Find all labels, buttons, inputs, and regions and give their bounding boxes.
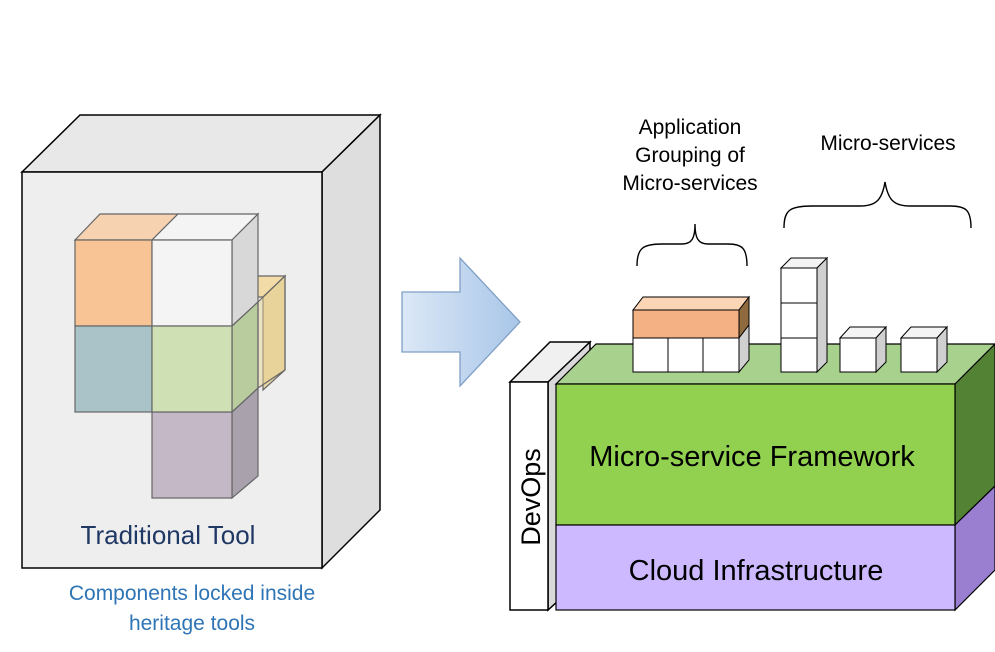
app-grouping-label-line2: Grouping of xyxy=(635,144,745,167)
framework-front xyxy=(555,383,956,526)
locked-components xyxy=(73,212,287,500)
microservice-cube-a xyxy=(838,325,888,374)
cloud-label: Cloud Infrastructure xyxy=(629,555,884,587)
component-cube-orange xyxy=(74,239,153,327)
tool-box-top xyxy=(20,114,382,173)
app-group-cube-3 xyxy=(702,337,740,373)
tower-cube-3 xyxy=(780,337,818,373)
app-grouping-label-line3: Micro-services xyxy=(622,172,757,195)
tool-box-side xyxy=(321,113,381,570)
app-group-cube-1 xyxy=(632,337,669,373)
components-caption-line1: Components locked inside xyxy=(69,582,315,605)
app-group-orange-block xyxy=(632,309,740,339)
microservice-tower xyxy=(779,256,829,374)
app-group-orange-top xyxy=(631,296,751,311)
component-cube-blue xyxy=(74,325,153,413)
application-grouping xyxy=(631,295,751,374)
app-grouping-brace xyxy=(636,223,748,267)
cloud-front xyxy=(555,524,956,611)
component-cube-purple xyxy=(151,411,233,499)
transition-arrow xyxy=(401,256,521,388)
devops-pillar-front xyxy=(509,381,549,611)
microservices-label: Micro-services xyxy=(820,132,955,155)
components-caption-line2: heritage tools xyxy=(129,612,255,635)
tower-cube-1 xyxy=(780,267,818,304)
app-grouping-label-line1: Application xyxy=(639,116,742,139)
component-cube-white xyxy=(151,239,233,327)
tower-cube-2 xyxy=(780,302,818,339)
framework-label: Micro-service Framework xyxy=(589,441,915,473)
component-cube-yellow-overlay xyxy=(257,274,286,390)
tower-side xyxy=(816,256,828,374)
cube-a-front xyxy=(839,337,877,373)
component-cube-green xyxy=(151,325,233,413)
devops-label: DevOps xyxy=(516,448,546,546)
traditional-tool-label: Traditional Tool xyxy=(81,520,256,550)
microservice-cube-b xyxy=(899,325,949,374)
platform-block xyxy=(554,343,995,612)
app-group-cube-2 xyxy=(667,337,704,373)
microservices-brace xyxy=(783,181,972,229)
cube-b-front xyxy=(900,337,938,373)
